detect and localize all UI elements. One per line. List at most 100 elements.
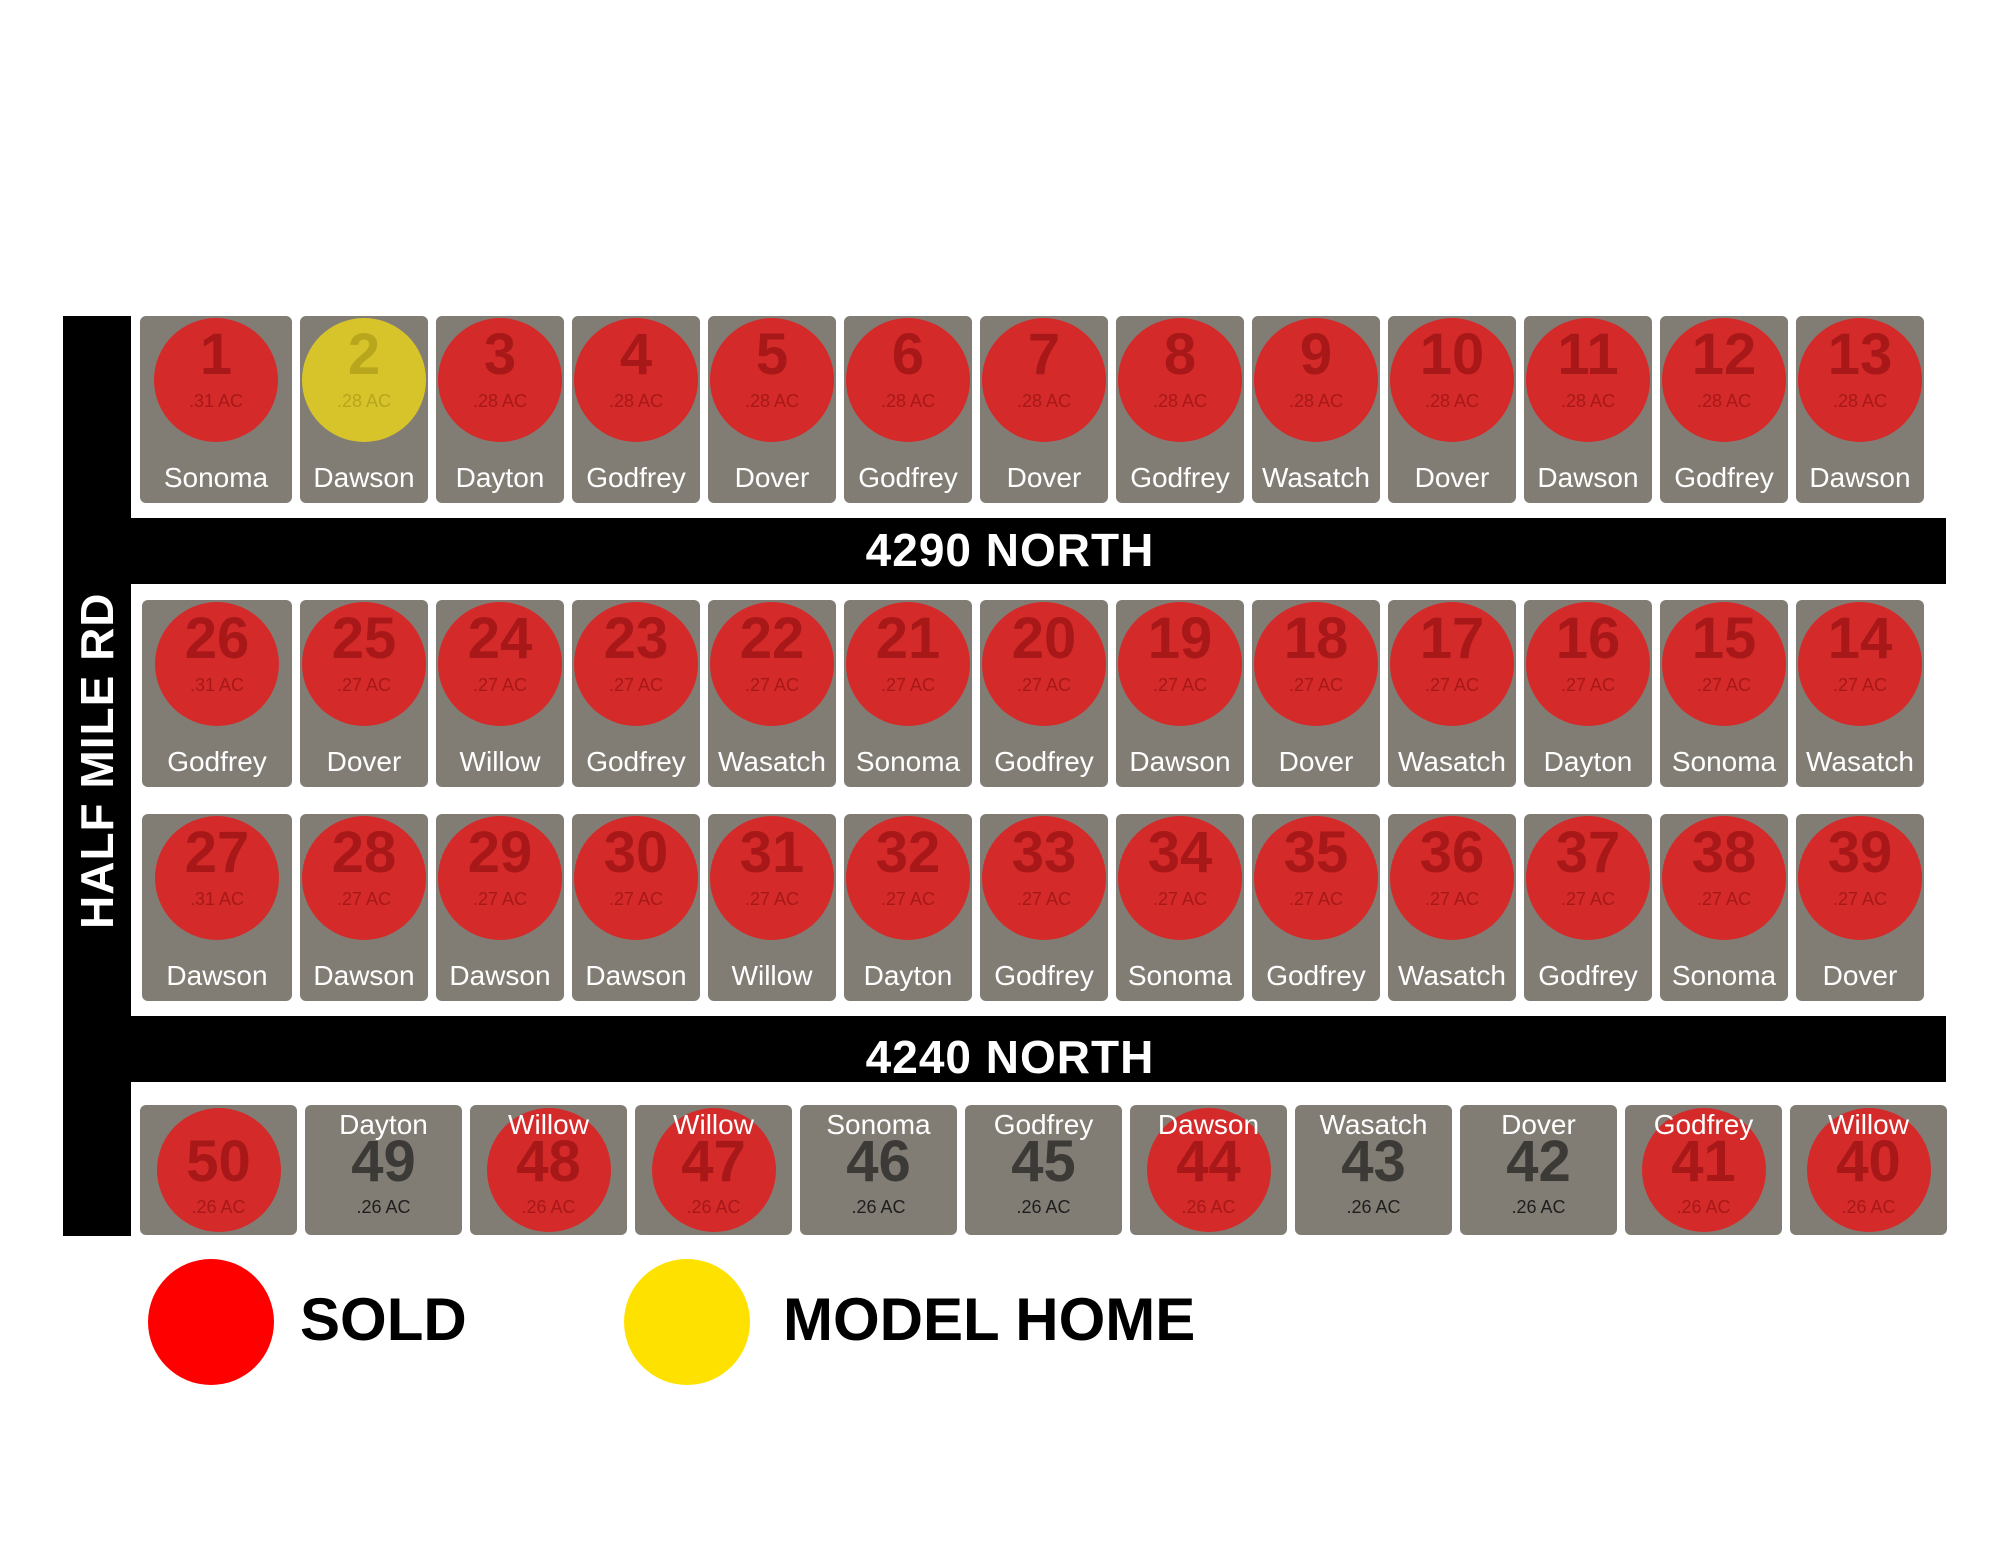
lot-model-name: Wasatch bbox=[718, 746, 826, 777]
lot-model-name: Wasatch bbox=[1262, 462, 1370, 493]
lot-number: 19 bbox=[1147, 606, 1213, 671]
sold-marker bbox=[574, 602, 698, 726]
lot-number: 21 bbox=[875, 606, 941, 671]
lot-number: 23 bbox=[603, 606, 669, 671]
sold-marker bbox=[1662, 602, 1786, 726]
lot-model-name: Dawson bbox=[1809, 462, 1911, 493]
lot-model-name: Dayton bbox=[1543, 746, 1633, 777]
lot-model-name: Sonoma bbox=[1671, 960, 1777, 991]
lot-acreage: .26 AC bbox=[686, 1197, 741, 1217]
lot-model-name: Willow bbox=[459, 746, 541, 777]
lot-model-name: Dawson bbox=[449, 960, 551, 991]
lot-acreage: .26 AC bbox=[1181, 1197, 1236, 1217]
lot-acreage: .28 AC bbox=[1832, 391, 1888, 411]
sold-marker bbox=[438, 318, 562, 442]
lot-50[interactable]: 50.26 AC bbox=[140, 1105, 297, 1235]
lot-number: 1 bbox=[199, 322, 233, 387]
road-4240-north-label: 4240 NORTH bbox=[865, 1031, 1155, 1083]
half-mile-road-label: HALF MILE RD bbox=[71, 592, 123, 929]
lot-model-name: Dover bbox=[1414, 462, 1490, 493]
lot-acreage: .27 AC bbox=[1016, 889, 1072, 909]
lot-model-name: Godfrey bbox=[994, 746, 1094, 777]
road-4240-north bbox=[131, 1016, 1946, 1082]
lot-model-name: Godfrey bbox=[1130, 462, 1230, 493]
lot-number: 37 bbox=[1555, 820, 1621, 885]
sold-marker bbox=[1390, 318, 1514, 442]
lot-acreage: .27 AC bbox=[1016, 675, 1072, 695]
lot-number: 41 bbox=[1671, 1129, 1736, 1194]
lot-number: 27 bbox=[184, 820, 250, 885]
sold-marker bbox=[1806, 1108, 1931, 1232]
lot-acreage: .27 AC bbox=[880, 675, 936, 695]
lot-acreage: .27 AC bbox=[1152, 889, 1208, 909]
lot-acreage: .26 AC bbox=[1346, 1197, 1401, 1217]
lot-acreage: .27 AC bbox=[472, 675, 528, 695]
lot-acreage: .28 AC bbox=[1016, 391, 1072, 411]
sold-marker bbox=[1254, 318, 1378, 442]
lot-number: 9 bbox=[1299, 322, 1333, 387]
lot-number: 3 bbox=[483, 322, 517, 387]
lot-number: 25 bbox=[331, 606, 397, 671]
lot-acreage: .26 AC bbox=[851, 1197, 906, 1217]
sold-marker bbox=[1798, 602, 1922, 726]
lot-number: 34 bbox=[1147, 820, 1213, 885]
lot-number: 45 bbox=[1011, 1129, 1076, 1194]
sold-marker bbox=[710, 816, 834, 940]
sold-marker bbox=[1146, 1108, 1271, 1232]
sold-marker bbox=[846, 318, 970, 442]
sold-marker bbox=[438, 816, 562, 940]
sold-marker bbox=[574, 318, 698, 442]
sold-marker bbox=[486, 1108, 611, 1232]
sold-marker bbox=[155, 816, 279, 940]
